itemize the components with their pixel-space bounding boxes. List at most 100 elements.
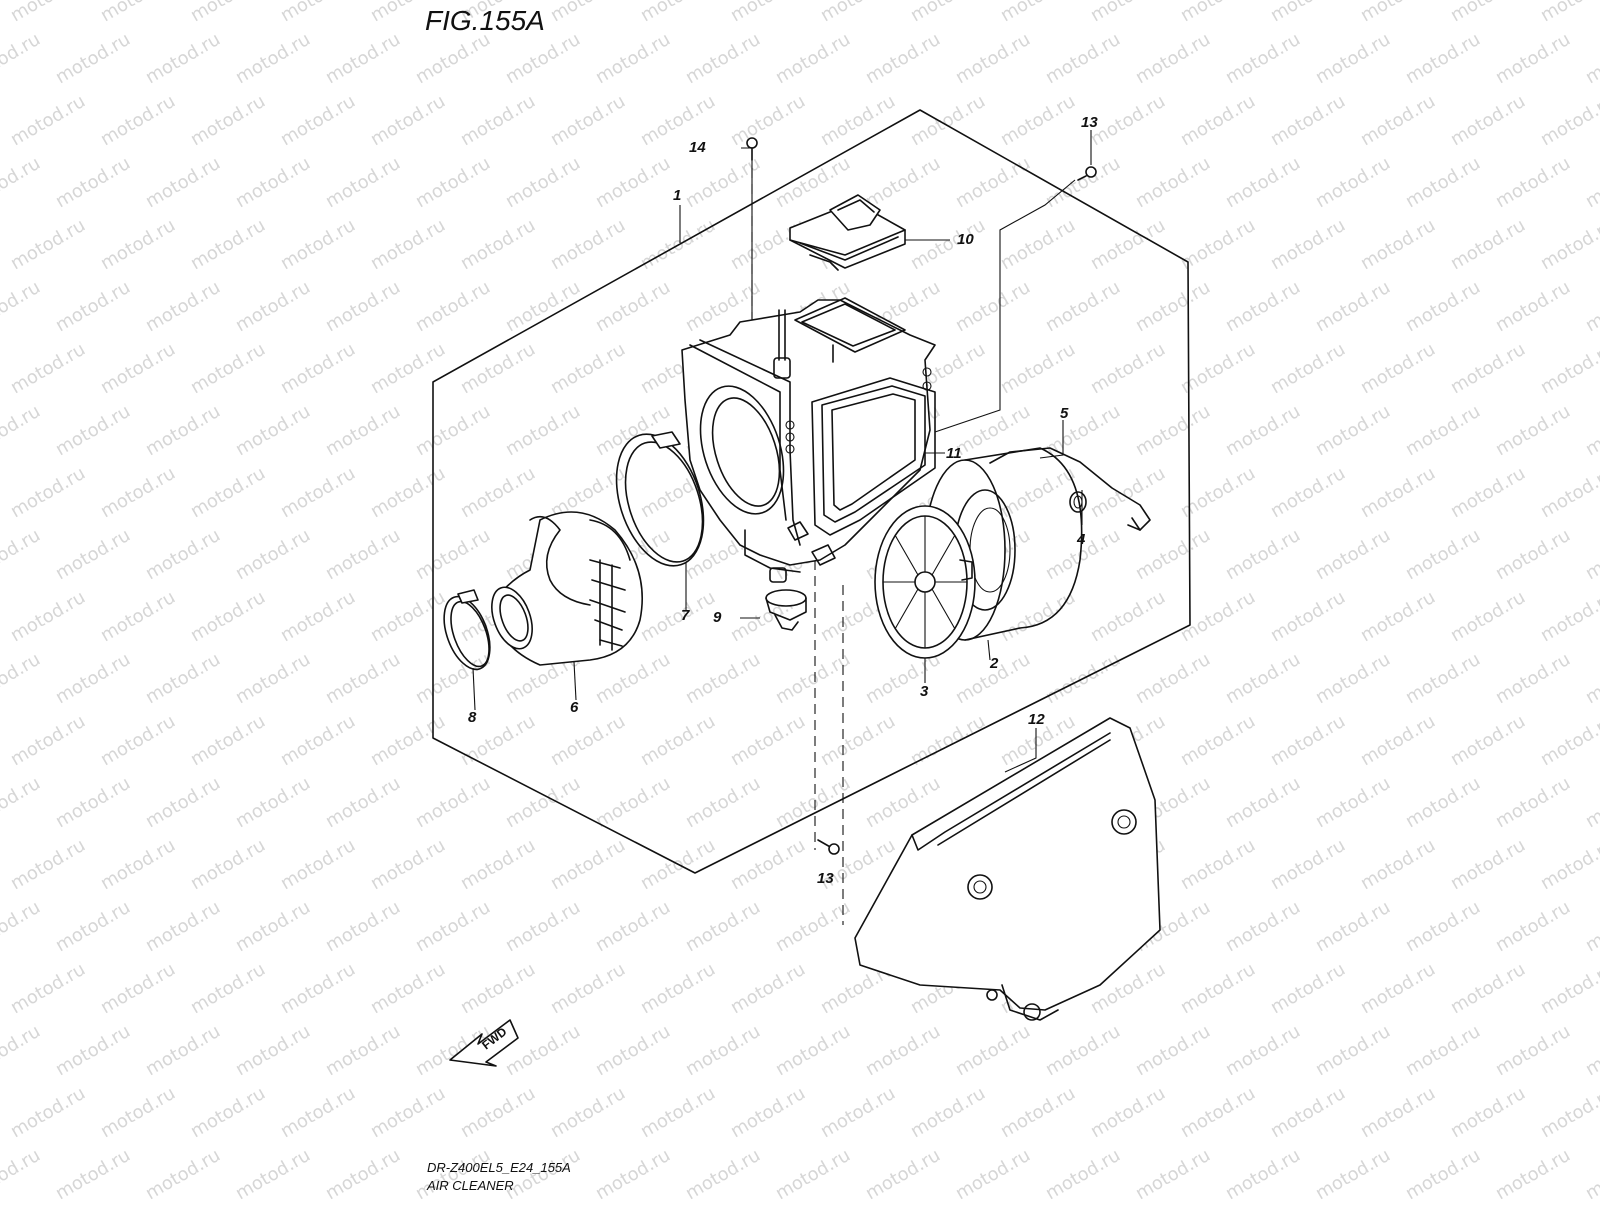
watermark-text: motod.ru bbox=[727, 0, 809, 26]
watermark-text: motod.ru bbox=[1312, 1145, 1394, 1200]
watermark-text: motod.ru bbox=[232, 773, 314, 832]
watermark-text: motod.ru bbox=[1357, 835, 1439, 894]
model-code: DR-Z400EL5_E24_155A bbox=[427, 1160, 571, 1175]
watermark-text: motod.ru bbox=[1042, 153, 1124, 212]
filter-cage-3 bbox=[874, 505, 976, 659]
callout-13-bottom: 13 bbox=[817, 870, 834, 887]
watermark-text: motod.ru bbox=[1312, 29, 1394, 88]
watermark-text: motod.ru bbox=[1132, 153, 1214, 212]
watermark-text: motod.ru bbox=[97, 1083, 179, 1142]
watermark-text: motod.ru bbox=[547, 711, 629, 770]
watermark-text: motod.ru bbox=[232, 153, 314, 212]
watermark-text: motod.ru bbox=[232, 897, 314, 956]
watermark-text: motod.ru bbox=[1267, 215, 1349, 274]
watermark-text: motod.ru bbox=[367, 91, 449, 150]
watermark-text: motod.ru bbox=[0, 277, 44, 336]
watermark-text: motod.ru bbox=[772, 773, 854, 832]
watermark-text: motod.ru bbox=[907, 1083, 989, 1142]
watermark-text: motod.ru bbox=[1492, 1021, 1574, 1080]
watermark-text: motod.ru bbox=[1582, 277, 1600, 336]
callout-6: 6 bbox=[570, 699, 579, 716]
watermark-text: motod.ru bbox=[187, 0, 269, 26]
watermark-text: motod.ru bbox=[142, 773, 224, 832]
watermark-text: motod.ru bbox=[457, 959, 539, 1018]
watermark-text: motod.ru bbox=[1222, 773, 1304, 832]
watermark-text: motod.ru bbox=[682, 1145, 764, 1200]
watermark-text: motod.ru bbox=[862, 153, 944, 212]
screw-14 bbox=[746, 137, 758, 161]
watermark-text: motod.ru bbox=[1357, 587, 1439, 646]
watermark-text: motod.ru bbox=[592, 773, 674, 832]
watermark-text: motod.ru bbox=[277, 215, 359, 274]
watermark-text: motod.ru bbox=[1087, 1083, 1169, 1142]
watermark-text: motod.ru bbox=[1402, 649, 1484, 708]
watermark-text: motod.ru bbox=[1132, 29, 1214, 88]
intake-boot-6 bbox=[491, 511, 643, 666]
watermark-text: motod.ru bbox=[1087, 587, 1169, 646]
top-cover bbox=[789, 194, 906, 271]
watermark-text: motod.ru bbox=[1267, 91, 1349, 150]
watermark-text: motod.ru bbox=[1357, 91, 1439, 150]
callout-10: 10 bbox=[957, 231, 974, 248]
watermark-text: motod.ru bbox=[592, 897, 674, 956]
watermark-text: motod.ru bbox=[682, 773, 764, 832]
watermark-text: motod.ru bbox=[637, 711, 719, 770]
watermark-text: motod.ru bbox=[862, 29, 944, 88]
watermark-text: motod.ru bbox=[772, 1145, 854, 1200]
watermark-text: motod.ru bbox=[997, 0, 1079, 26]
watermark-text: motod.ru bbox=[1357, 1083, 1439, 1142]
watermark-text: motod.ru bbox=[1267, 463, 1349, 522]
watermark-text: motod.ru bbox=[412, 401, 494, 460]
watermark-text: motod.ru bbox=[1492, 525, 1574, 584]
watermark-text: motod.ru bbox=[1177, 1083, 1259, 1142]
watermark-text: motod.ru bbox=[0, 1145, 44, 1200]
watermark-text: motod.ru bbox=[1177, 835, 1259, 894]
watermark-text: motod.ru bbox=[412, 525, 494, 584]
watermark-text: motod.ru bbox=[682, 897, 764, 956]
watermark-text: motod.ru bbox=[0, 649, 44, 708]
watermark-text: motod.ru bbox=[1402, 29, 1484, 88]
watermark-text: motod.ru bbox=[7, 215, 89, 274]
watermark-text: motod.ru bbox=[682, 29, 764, 88]
watermark-text: motod.ru bbox=[1177, 959, 1259, 1018]
watermark-text: motod.ru bbox=[232, 649, 314, 708]
watermark-text: motod.ru bbox=[277, 711, 359, 770]
watermark-text: motod.ru bbox=[367, 463, 449, 522]
watermark-text: motod.ru bbox=[1312, 1021, 1394, 1080]
watermark-text: motod.ru bbox=[97, 91, 179, 150]
watermark-text: motod.ru bbox=[1267, 0, 1349, 26]
watermark-text: motod.ru bbox=[1447, 587, 1529, 646]
watermark-text: motod.ru bbox=[637, 91, 719, 150]
watermark-text: motod.ru bbox=[412, 773, 494, 832]
watermark-text: motod.ru bbox=[142, 649, 224, 708]
watermark-text: motod.ru bbox=[0, 1021, 44, 1080]
watermark-text: motod.ru bbox=[817, 91, 899, 150]
callout-9: 9 bbox=[713, 609, 722, 626]
watermark-text: motod.ru bbox=[1492, 649, 1574, 708]
watermark-text: motod.ru bbox=[547, 1083, 629, 1142]
watermark-text: motod.ru bbox=[232, 525, 314, 584]
drain-plug-9 bbox=[765, 589, 807, 631]
callout-14: 14 bbox=[689, 139, 706, 156]
watermark-text: motod.ru bbox=[1447, 1083, 1529, 1142]
watermark-text: motod.ru bbox=[1312, 773, 1394, 832]
watermark-text: motod.ru bbox=[772, 649, 854, 708]
watermark-text: motod.ru bbox=[1582, 649, 1600, 708]
watermark-text: motod.ru bbox=[1042, 29, 1124, 88]
watermark-text: motod.ru bbox=[1447, 835, 1529, 894]
watermark-text: motod.ru bbox=[1222, 1021, 1304, 1080]
watermark-text: motod.ru bbox=[0, 897, 44, 956]
watermark-text: motod.ru bbox=[637, 959, 719, 1018]
watermark-text: motod.ru bbox=[1357, 463, 1439, 522]
watermark-text: motod.ru bbox=[997, 587, 1079, 646]
watermark-text: motod.ru bbox=[187, 463, 269, 522]
watermark-text: motod.ru bbox=[1267, 587, 1349, 646]
watermark-text: motod.ru bbox=[1312, 897, 1394, 956]
watermark-text: motod.ru bbox=[277, 959, 359, 1018]
watermark-text: motod.ru bbox=[1312, 525, 1394, 584]
watermark-text: motod.ru bbox=[0, 401, 44, 460]
watermark-text: motod.ru bbox=[1177, 711, 1259, 770]
watermark-text: motod.ru bbox=[52, 897, 134, 956]
watermark-text: motod.ru bbox=[727, 215, 809, 274]
